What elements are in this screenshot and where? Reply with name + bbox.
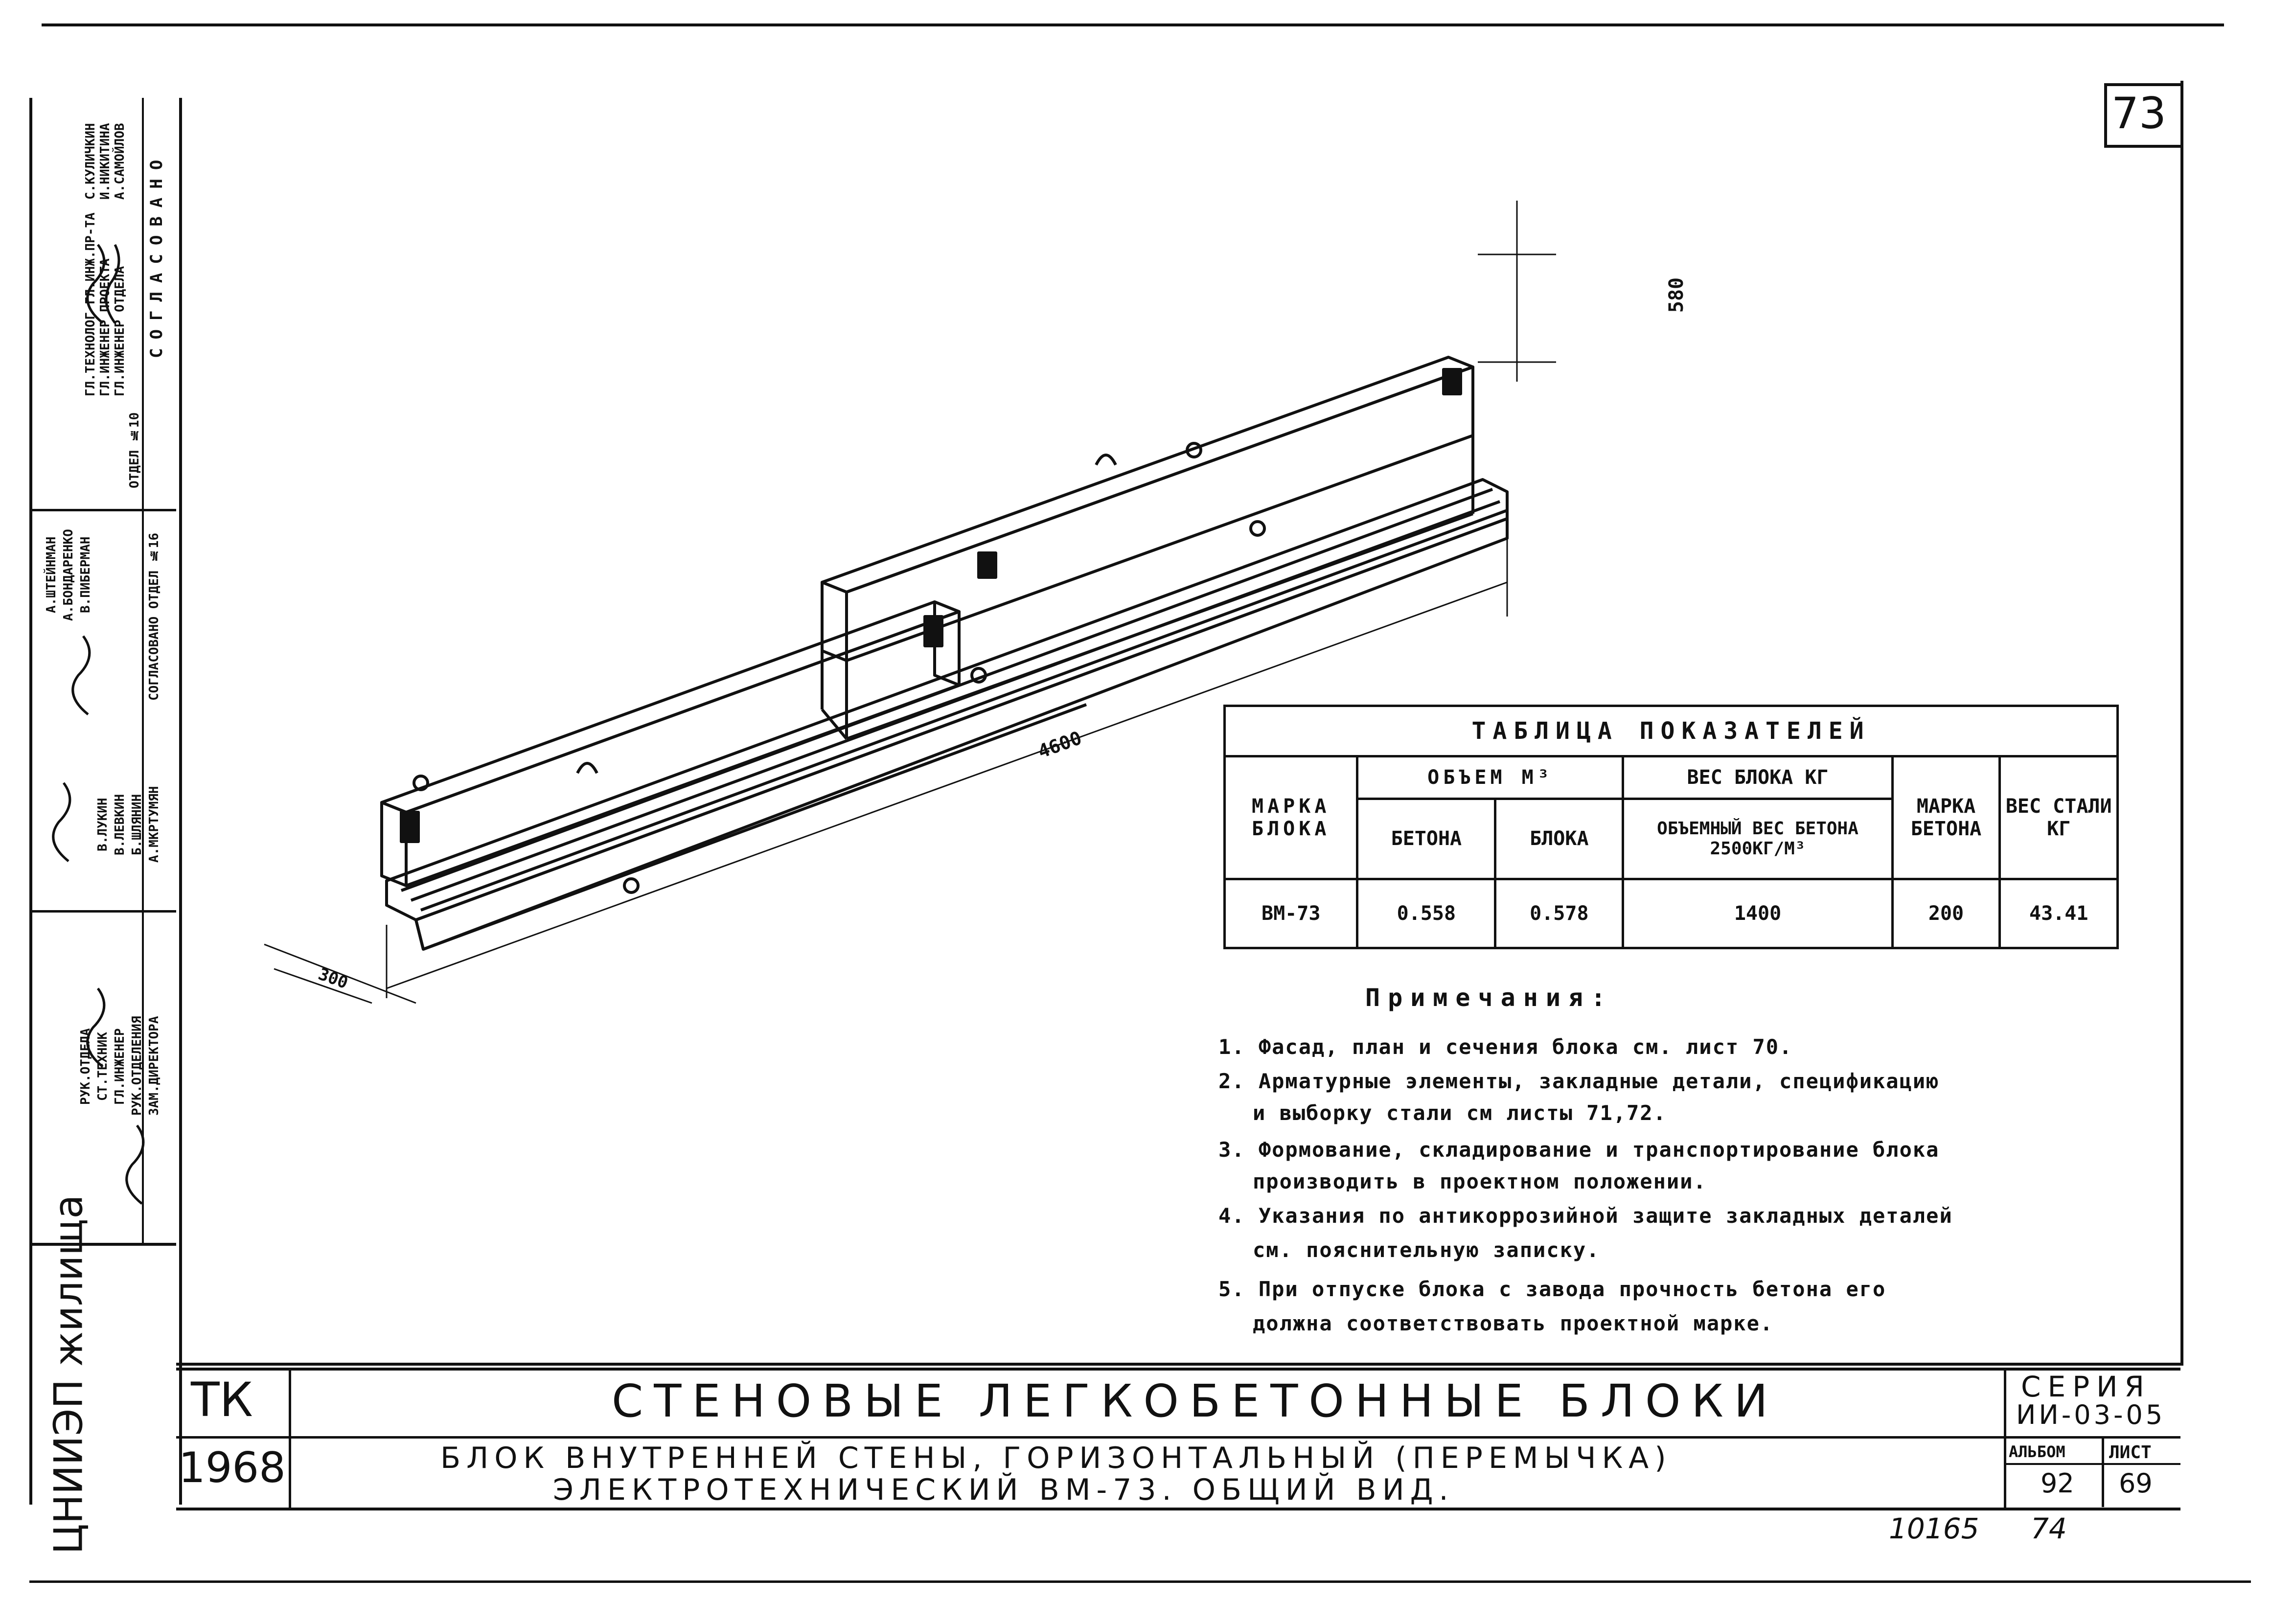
tb-sub1: БЛОК ВНУТРЕННЕЙ СТЕНЫ, ГОРИЗОНТАЛЬНЫЙ (П… xyxy=(440,1441,1672,1475)
indicators-table: ТАБЛИЦА ПОКАЗАТЕЛЕЙ МАРКА БЛОКА ОБЪЕМ М³… xyxy=(1223,704,2119,950)
dim-580: 580 xyxy=(1665,277,1688,313)
corner-number-box xyxy=(2104,83,2183,148)
th-mark: МАРКА БЛОКА xyxy=(1223,755,1359,880)
corner-number: 73 xyxy=(2111,88,2166,138)
tb-sheet-label: ЛИСТ xyxy=(2109,1442,2152,1463)
tb-divider-v2 xyxy=(2004,1368,2006,1508)
th-steel: ВЕС СТАЛИ КГ xyxy=(1998,755,2119,880)
tb-series-label: СЕРИЯ xyxy=(2021,1370,2151,1403)
block-drawing xyxy=(264,201,1556,1004)
tb-stamp-page: 74 xyxy=(2031,1512,2067,1545)
td-mark: ВМ-73 xyxy=(1223,877,1359,950)
note-5b: должна соответствовать проектной марке. xyxy=(1253,1311,1774,1335)
td-weight: 1400 xyxy=(1622,877,1894,950)
drawing-frame xyxy=(176,81,2183,1366)
tb-album-label: АЛЬБОМ xyxy=(2009,1442,2065,1461)
frame-bottom-line xyxy=(29,1580,2251,1583)
note-2a: 2. Арматурные элементы, закладные детали… xyxy=(1218,1069,1940,1093)
th-vol-block: БЛОКА xyxy=(1494,798,1625,880)
side-stamp-line-2 xyxy=(29,910,176,913)
th-weight: ВЕС БЛОКА КГ xyxy=(1622,755,1894,801)
tb-main-title: СТЕНОВЫЕ ЛЕГКОБЕТОННЫЕ БЛОКИ xyxy=(612,1375,1779,1427)
td-vol-concrete: 0.558 xyxy=(1356,877,1497,950)
tb-divider-v1 xyxy=(289,1368,291,1508)
table-title: ТАБЛИЦА ПОКАЗАТЕЛЕЙ xyxy=(1223,704,2119,758)
tb-stamp-number: 10165 xyxy=(1889,1512,1979,1545)
th-vol-concrete: БЕТОНА xyxy=(1356,798,1497,880)
side-stamp xyxy=(29,98,182,1505)
tb-series-value: ИИ-03-05 xyxy=(2016,1399,2166,1430)
note-2b: и выборку стали см листы 71,72. xyxy=(1253,1101,1667,1125)
note-5a: 5. При отпуске блока с завода прочность … xyxy=(1218,1277,1886,1301)
side-stamp-bottom-box xyxy=(29,1243,176,1508)
side-stamp-vline xyxy=(142,98,144,1243)
note-3b: производить в проектном положении. xyxy=(1253,1169,1707,1193)
frame-top-line xyxy=(42,23,2224,26)
note-1: 1. Фасад, план и сечения блока см. лист … xyxy=(1218,1035,1793,1059)
td-vol-block: 0.578 xyxy=(1494,877,1625,950)
th-weight-sub: ОБЪЕМНЫЙ ВЕС БЕТОНА 2500КГ/М³ xyxy=(1622,798,1894,880)
signatures xyxy=(52,244,145,1205)
td-steel: 43.41 xyxy=(1998,877,2119,950)
tb-sheet-value: 69 xyxy=(2119,1468,2153,1499)
notes-title: Примечания: xyxy=(1365,984,1614,1012)
th-concrete-mark: МАРКА БЕТОНА xyxy=(1891,755,2001,880)
note-4a: 4. Указания по антикоррозийной защите за… xyxy=(1218,1204,1953,1228)
tb-year: 1968 xyxy=(179,1443,286,1492)
side-stamp-line-1 xyxy=(29,509,176,511)
tb-tk: ТК xyxy=(191,1372,253,1427)
note-3a: 3. Формование, складирование и транспорт… xyxy=(1218,1138,1940,1162)
title-block xyxy=(176,1368,2180,1510)
org-name: ЦНИИЭП жилища xyxy=(46,1194,92,1555)
tb-album-line xyxy=(2006,1463,2180,1465)
tb-divider-h xyxy=(176,1436,2180,1439)
tb-divider-v3 xyxy=(2102,1439,2104,1507)
tb-sub2: ЭЛЕКТРОТЕХНИЧЕСКИЙ ВМ-73. ОБЩИЙ ВИД. xyxy=(553,1473,1454,1507)
tb-album-value: 92 xyxy=(2041,1468,2074,1499)
td-concrete: 200 xyxy=(1891,877,2001,950)
th-volume: ОБЪЕМ М³ xyxy=(1356,755,1625,801)
note-4b: см. пояснительную записку. xyxy=(1253,1238,1600,1262)
